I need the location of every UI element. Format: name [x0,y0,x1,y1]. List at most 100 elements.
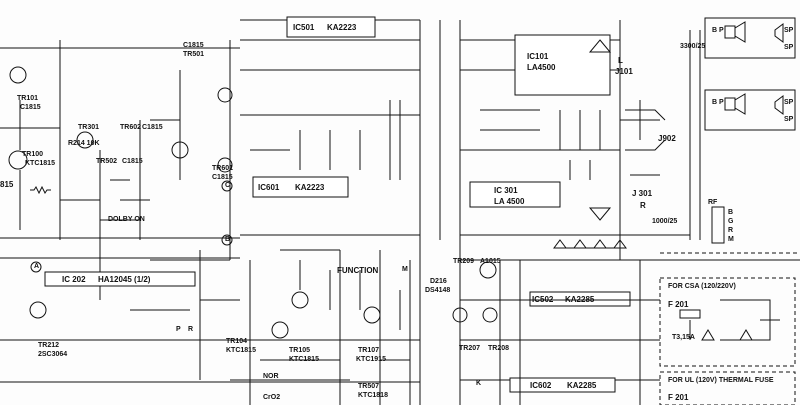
ul-fuse-id: F 201 [668,393,689,402]
speaker-sp-top-a: SP [784,27,794,34]
ic601-label: IC601 [258,183,280,192]
ul-fuse-title: FOR UL (120V) THERMAL FUSE [668,377,774,384]
tr101-symbol [9,66,27,84]
tr501-label: TR501 [183,51,205,58]
tr105-label: TR105 [289,347,311,354]
cap-1000-label: 1000/25 [652,218,678,225]
tr212-label: TR212 [38,342,60,349]
rf-pin-g: G [728,218,734,225]
tr502-type: C1815 [122,158,143,165]
function-label: FUNCTION [337,266,379,275]
rf-pin-m: M [728,236,734,243]
terminal-p: P [176,326,181,333]
terminal-c: C [225,182,231,189]
tr208-label: TR208 [488,345,510,352]
tr601-type: C1815 [212,174,233,181]
csa-fuse-rating: T3,15A [672,334,695,341]
j101-label: J101 [615,67,633,76]
ic502-type: KA2285 [565,295,595,304]
csa-fuse-title: FOR CSA (120/220V) [668,283,736,290]
ic601-type: KA2223 [295,183,325,192]
tr105-symbol [271,321,289,339]
speaker-box-top [704,17,796,59]
tr209-symbol [479,261,497,279]
tr100-type: KTC1815 [25,160,55,167]
rf-label: RF [708,199,718,206]
ic501-type: KA2223 [327,23,357,32]
dolby-on-label: DOLBY ON [108,216,145,223]
rf-connector [711,206,725,244]
ic602-body [509,377,616,393]
ic602-label: IC602 [530,381,552,390]
tr502-label: TR502 [96,158,118,165]
tr301-label: TR301 [78,124,100,131]
c1815-left-label: 815 [0,180,14,189]
ic502-label: IC502 [532,295,554,304]
tr100-label: TR100 [22,151,44,158]
tr105-type: KTC1815 [289,356,319,363]
tr107-label: TR107 [358,347,380,354]
ic301-type: LA 4500 [494,197,525,206]
speaker-sp-bottom-a: SP [784,99,794,106]
terminal-k: K [476,380,482,387]
tr601-label: TR601 [212,165,234,172]
tr101-type: C1815 [20,104,41,111]
ic602-type: KA2285 [567,381,597,390]
c1815-top-label: C1815 [183,42,204,49]
ic101-body [514,34,611,96]
j902-label: J902 [658,134,676,143]
ic501-body [286,16,376,38]
terminal-b: B [225,236,231,243]
diode-type-label: DS4148 [425,287,451,294]
terminal-m: M [402,266,408,273]
tr501-symbol [217,87,233,103]
cro2-label: CrO2 [263,394,281,401]
speaker-sp-bottom-b: SP [784,116,794,123]
csa-fuse-box [659,277,796,367]
rf-pin-b: B [728,209,734,216]
tr100-symbol [8,150,28,170]
jack-r-label: R [640,201,646,210]
ic202-label: IC 202 [62,275,86,284]
ic301-body [469,181,561,208]
terminal-a-symbol [30,261,42,273]
tr107-type: KTC1915 [356,356,386,363]
terminal-a: A [34,263,40,270]
tr301-symbol [76,131,94,149]
tr507-type: KTC1818 [358,392,388,399]
tr107-symbol [363,306,381,324]
tr209-label: TR209 [453,258,475,265]
ic501-label: IC501 [293,23,315,32]
j301-label: J 301 [632,189,653,198]
ic101-label: IC101 [527,52,549,61]
ic101-type: LA4500 [527,63,556,72]
speaker-sp-top-b: SP [784,44,794,51]
fuse-f201-csa [679,309,701,319]
terminal-r: R [188,326,194,333]
tr101-label: TR101 [17,95,39,102]
speaker-bp-top: B P [712,27,724,34]
tr212-symbol [29,301,47,319]
ic601-body [252,176,349,198]
tr602-label: TR602 [120,124,142,131]
tr104-symbol [291,291,309,309]
terminal-c-symbol [221,180,233,192]
jack-l-label: L [618,56,623,65]
rf-pin-r: R [728,227,734,234]
nor-label: NOR [263,373,279,380]
r214-label: R214 10K [68,140,100,147]
ic502-body [529,291,631,307]
speaker-bp-bottom: B P [712,99,724,106]
ic202-type: HA12045 (1/2) [98,275,151,284]
tr208-symbol [482,307,498,323]
ic301-label: IC 301 [494,186,518,195]
terminal-b-symbol [221,234,233,246]
speaker-box-bottom [704,89,796,131]
diode-d216-label: D216 [430,278,447,285]
tr212-type: 2SC3064 [38,351,68,358]
tr507-label: TR507 [358,383,380,390]
tr601-symbol [217,157,233,173]
tr502-symbol [171,141,189,159]
